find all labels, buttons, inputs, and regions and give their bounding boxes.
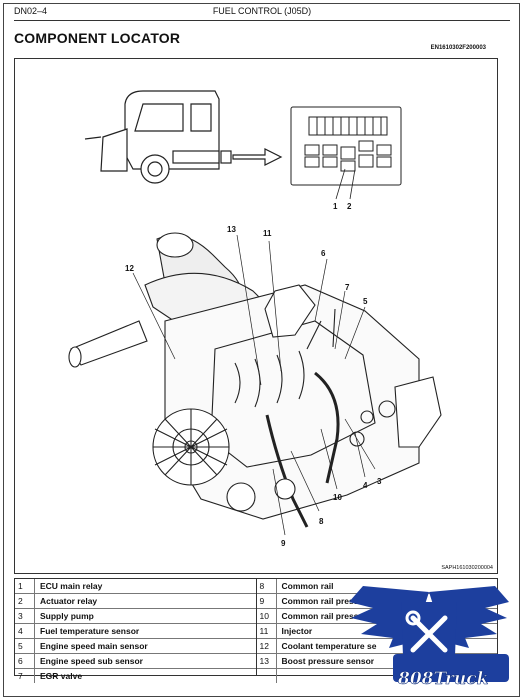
legend-row bbox=[257, 669, 498, 683]
callout-12: 12 bbox=[125, 264, 134, 273]
component-figure: 1 2 3 4 5 6 7 8 9 10 11 12 13 SAPH161030… bbox=[14, 58, 498, 574]
callout-2: 2 bbox=[347, 202, 352, 211]
truck-drawing bbox=[84, 90, 283, 184]
callout-3: 3 bbox=[377, 477, 382, 486]
section-title: FUEL CONTROL (J05D) bbox=[212, 6, 312, 16]
callout-5: 5 bbox=[363, 297, 368, 306]
callout-4: 4 bbox=[363, 481, 368, 490]
page-title: COMPONENT LOCATOR bbox=[14, 30, 181, 46]
relay-box bbox=[290, 106, 402, 200]
watermark-logo bbox=[349, 586, 509, 682]
page-code: DN02–4 bbox=[14, 6, 48, 16]
engine-illustration bbox=[68, 90, 442, 536]
callout-6: 6 bbox=[321, 249, 326, 258]
callout-10: 10 bbox=[333, 493, 342, 502]
watermark-text: 808Truck bbox=[398, 669, 489, 690]
figure-code: SAPH161030200004 bbox=[441, 565, 493, 571]
callout-13: 13 bbox=[227, 225, 236, 234]
callout-1: 1 bbox=[333, 202, 338, 211]
page-header: DN02–4 FUEL CONTROL (J05D) bbox=[14, 6, 510, 21]
document-code: EN1610302F200003 bbox=[430, 45, 486, 51]
engine-drawing bbox=[68, 232, 442, 528]
callout-7: 7 bbox=[345, 283, 350, 292]
callout-9: 9 bbox=[281, 539, 286, 548]
leader-lines bbox=[132, 234, 376, 536]
callout-11: 11 bbox=[263, 229, 272, 238]
callout-8: 8 bbox=[319, 517, 324, 526]
